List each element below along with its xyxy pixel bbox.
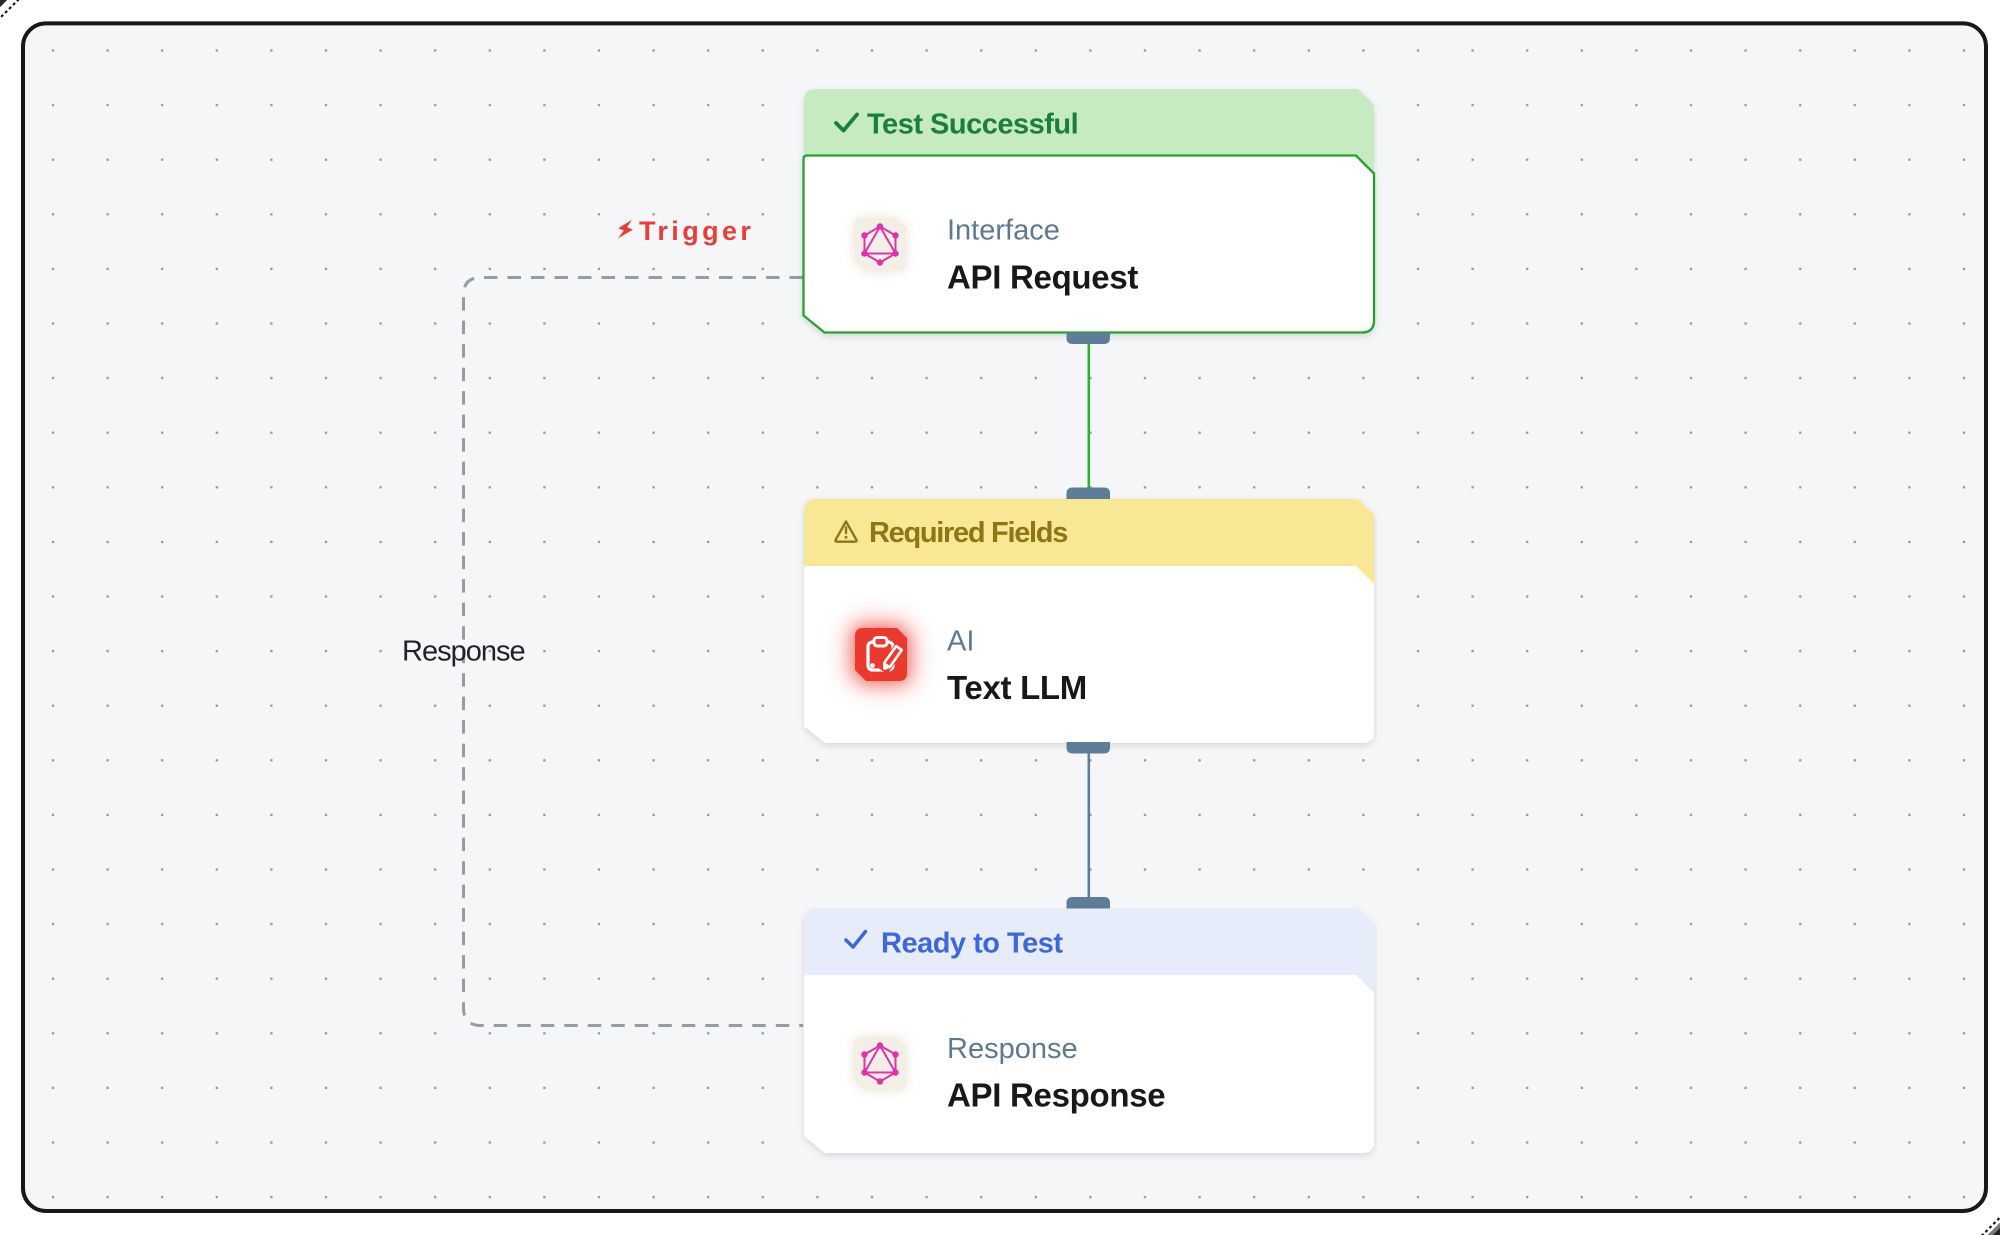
svg-text:Interface: Interface	[947, 215, 1060, 247]
svg-text:Test Successful: Test Successful	[867, 109, 1078, 141]
svg-text:Text LLM: Text LLM	[947, 669, 1087, 706]
svg-text:Response: Response	[402, 636, 525, 668]
svg-text:AI: AI	[947, 626, 974, 658]
svg-text:Ready to Test: Ready to Test	[881, 928, 1063, 960]
svg-text:API Request: API Request	[947, 259, 1138, 296]
svg-text:Trigger: Trigger	[639, 216, 754, 246]
svg-text:API Response: API Response	[947, 1077, 1165, 1114]
svg-text:Required Fields: Required Fields	[869, 517, 1067, 549]
svg-text:Response: Response	[947, 1033, 1078, 1065]
